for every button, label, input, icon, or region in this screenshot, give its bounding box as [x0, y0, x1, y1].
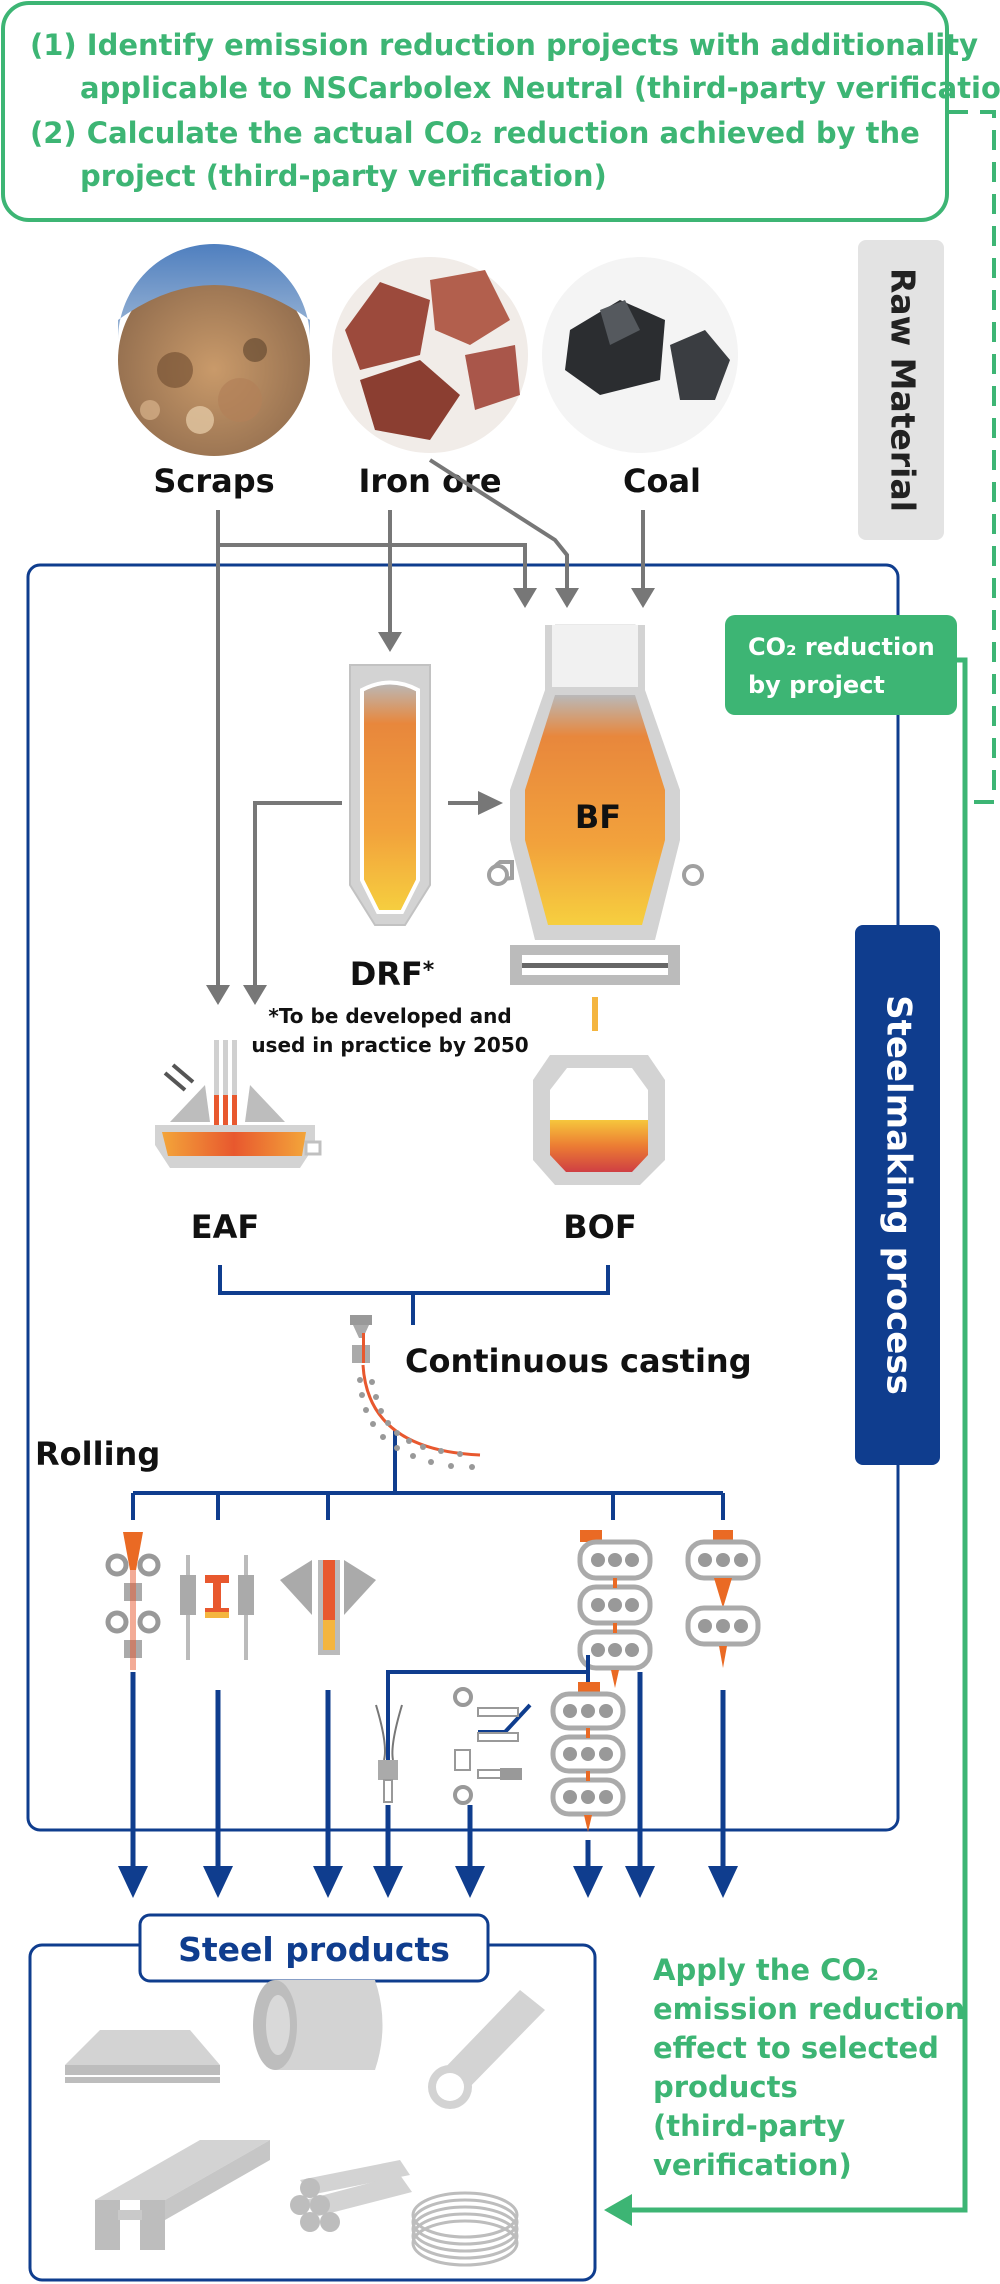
bf-label: BF	[575, 798, 621, 836]
co2-badge-line1: CO₂ reduction	[748, 633, 935, 661]
apply-line3: effect to selected	[653, 2031, 939, 2065]
steel-products-title: Steel products	[178, 1930, 450, 1969]
apply-co2-text: Apply the CO₂ emission reduction effect …	[653, 1953, 965, 2182]
eaf-label: EAF	[191, 1208, 259, 1246]
output-arrows	[118, 1672, 738, 1898]
rolling-mill-3-icon	[280, 1560, 376, 1655]
blast-furnace-icon: BF	[487, 624, 704, 985]
bof-icon: BOF	[533, 1055, 665, 1246]
header-item1-line1: (1) Identify emission reduction projects…	[30, 28, 978, 62]
steelmaking-badge: Steelmaking process	[855, 925, 940, 1465]
rolling-mill-1-icon	[105, 1532, 161, 1670]
dashed-connector	[948, 110, 996, 804]
green-connector	[625, 657, 968, 2213]
raw-material-badge: Raw Material	[858, 240, 944, 540]
header-box: (1) Identify emission reduction projects…	[1, 1, 1000, 222]
iron-ore-image	[332, 257, 528, 453]
co2-badge-line2: by project	[748, 671, 885, 699]
eaf-icon: EAF	[155, 1040, 322, 1246]
steel-coil-icon	[253, 1980, 383, 2070]
apply-line5: (third-party	[653, 2109, 845, 2143]
rolling-mill-5-icon	[685, 1530, 761, 1668]
steel-plate-icon	[65, 2030, 220, 2083]
gray-arrowheads	[206, 588, 655, 1005]
process-connector-lines	[131, 1265, 725, 1520]
continuous-casting-label: Continuous casting	[405, 1342, 752, 1380]
apply-line6: verification)	[653, 2148, 852, 2182]
drf-note-line1: *To be developed and	[268, 1004, 511, 1028]
header-item1-line2: applicable to NSCarbolex Neutral (third-…	[80, 71, 1000, 105]
continuous-casting-icon	[350, 1315, 481, 1470]
apply-line4: products	[653, 2070, 798, 2104]
rolling-label: Rolling	[35, 1435, 160, 1473]
drf-note-line2: used in practice by 2050	[251, 1033, 528, 1057]
bar-mill-icon	[453, 1687, 522, 1805]
rolling-mill-4-icon	[577, 1530, 653, 1688]
drf-label: DRF*	[350, 955, 435, 993]
drf-icon: DRF* *To be developed and used in practi…	[251, 664, 529, 1057]
header-item2-line1: (2) Calculate the actual CO₂ reduction a…	[30, 116, 920, 150]
apply-line2: emission reduction	[653, 1992, 965, 2026]
steelmaking-label: Steelmaking process	[879, 995, 919, 1395]
steel-products-title-box: Steel products	[138, 1913, 490, 1983]
coal-label: Coal	[623, 462, 701, 500]
wire-rod-coil-icon	[411, 2191, 519, 2267]
iron-ore-label: Iron ore	[358, 462, 501, 500]
green-arrowhead	[604, 2194, 632, 2226]
scraps-image	[118, 244, 310, 456]
raw-material-title: Raw Material	[884, 268, 923, 512]
rolling-mill-2-icon	[180, 1555, 254, 1660]
steelmaking-frame	[26, 563, 900, 1832]
header-item2-line2: project (third-party verification)	[80, 159, 607, 193]
steel-bars-icon	[290, 2160, 412, 2232]
co2-reduction-badge: CO₂ reduction by project	[725, 615, 957, 715]
wire-drawing-icon	[375, 1704, 403, 1803]
scraps-label: Scraps	[153, 462, 274, 500]
coal-image	[542, 257, 738, 453]
raw-material-flow-arrows	[216, 458, 645, 985]
apply-line1: Apply the CO₂	[653, 1953, 879, 1987]
bof-label: BOF	[563, 1208, 636, 1246]
bf-bof-pour	[592, 997, 598, 1031]
rolling-mill-6-icon	[550, 1682, 626, 1832]
steel-pipe-icon	[428, 1990, 545, 2109]
steel-beam-icon	[95, 2140, 270, 2250]
